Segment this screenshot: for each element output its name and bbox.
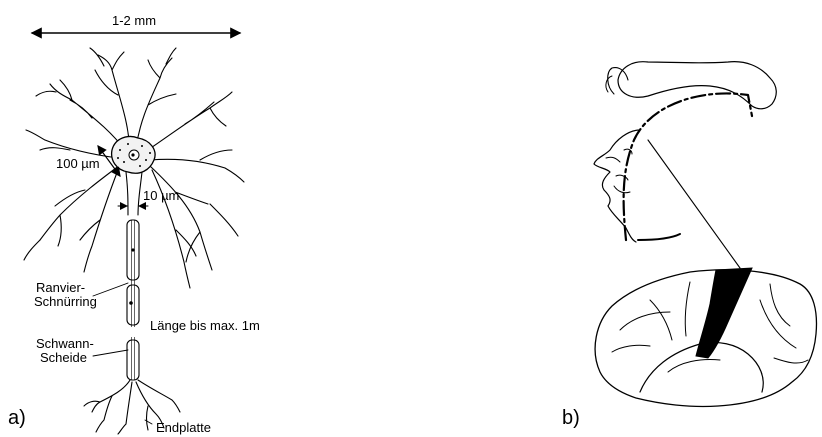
panel-b-label: b) bbox=[562, 407, 580, 429]
cortex-arc bbox=[624, 93, 752, 240]
panel-a-label: a) bbox=[8, 407, 26, 429]
homunculus-arm bbox=[618, 62, 776, 109]
pointer-line bbox=[648, 140, 740, 268]
schwann-label: Schwann- Scheide bbox=[36, 336, 97, 365]
ranvier-label: Ranvier- Schnürring bbox=[34, 280, 97, 309]
endplate-label: Endplatte bbox=[156, 420, 211, 435]
axon-hillock bbox=[126, 172, 142, 215]
axon bbox=[125, 220, 141, 380]
axon-width-label: 10 µm bbox=[143, 188, 179, 203]
axon-length-label: Länge bis max. 1m bbox=[150, 318, 260, 333]
panel-b-homunculus: b) bbox=[562, 62, 816, 429]
homunculus-face bbox=[594, 130, 640, 242]
panel-a-neuron: 1-2 mm 100 µm bbox=[8, 13, 260, 435]
soma-size-label: 100 µm bbox=[56, 156, 100, 171]
width-label: 1-2 mm bbox=[112, 13, 156, 28]
homunculus-pharynx bbox=[638, 234, 680, 240]
